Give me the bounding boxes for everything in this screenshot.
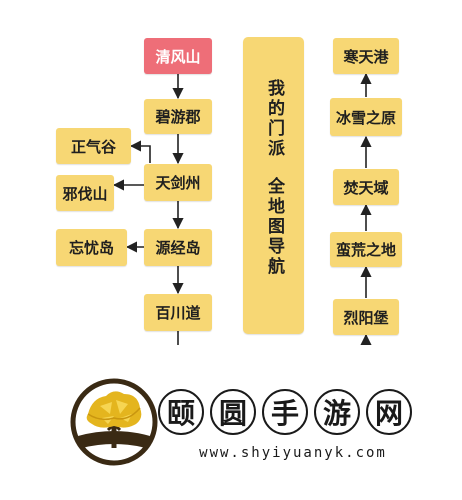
site-logo [70, 378, 158, 466]
site-title-char-2: 圆 [210, 389, 256, 435]
site-title-char-5: 网 [366, 389, 412, 435]
node-zhengqigu: 正气谷 [56, 128, 131, 164]
node-fentianyu: 焚天域 [333, 169, 399, 205]
node-tianjianzhou: 天剑州 [144, 164, 212, 201]
center-title-panel: 我的门派全地图导航 [243, 37, 304, 334]
arrow-tianjianzhou-to-zhengqigu [129, 140, 151, 163]
node-baichuandao: 百川道 [144, 294, 212, 331]
center-title-text: 我的门派全地图导航 [264, 79, 284, 277]
node-lieyangbao: 烈阳堡 [333, 299, 399, 335]
site-title-char-4: 游 [314, 389, 360, 435]
center-title-line1: 我的门派 [264, 79, 284, 159]
node-xiefashan: 邪伐山 [56, 175, 114, 211]
node-hantiangang: 寒天港 [333, 38, 399, 74]
site-title: 颐 圆 手 游 网 [158, 385, 412, 439]
node-manhuangzhidi: 蛮荒之地 [330, 232, 402, 267]
node-yuanjingdao: 源经岛 [144, 229, 212, 266]
center-title-line2: 全地图导航 [264, 177, 284, 277]
node-qingfengshan: 清风山 [144, 38, 212, 74]
node-bingxuezhiyuan: 冰雪之原 [330, 98, 402, 136]
site-title-char-3: 手 [262, 389, 308, 435]
site-url: www.shyiyuanyk.com [199, 445, 387, 461]
site-title-char-1: 颐 [158, 389, 204, 435]
node-biyoujun: 碧游郡 [144, 99, 212, 134]
node-wangyoudao: 忘忧岛 [56, 229, 127, 266]
